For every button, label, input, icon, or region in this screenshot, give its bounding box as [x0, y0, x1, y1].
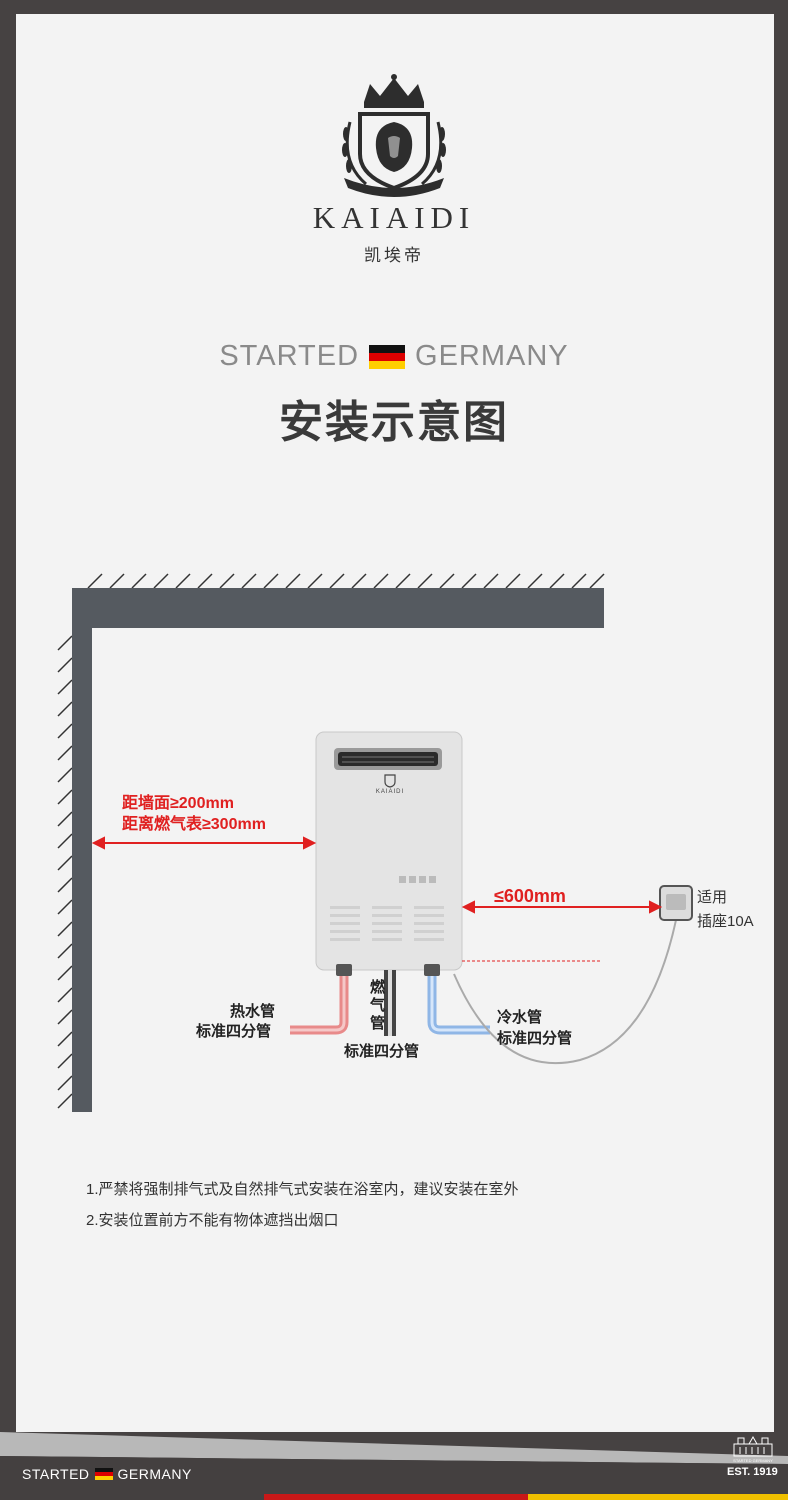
footer-germany: GERMANY: [117, 1466, 192, 1482]
footer-started: STARTED: [22, 1466, 90, 1482]
socket-distance-label: ≤600mm: [494, 886, 566, 906]
tagline-started: STARTED: [219, 340, 360, 372]
device-crest-icon: [384, 774, 396, 788]
wall-distance-label-2: 距离燃气表≥300mm: [122, 816, 266, 833]
socket-label-2: 插座10A: [697, 913, 754, 930]
brand-name: KAIAIDI: [312, 200, 476, 235]
wall-distance-arrow: [91, 836, 317, 850]
gas-pipe-label-char-2: 气: [370, 997, 386, 1014]
brand-name-chinese: 凯埃帝: [364, 246, 424, 265]
gas-pipe-label-char-1: 燃: [370, 979, 386, 996]
wall-hatching: [57, 635, 73, 1109]
device-logo-text: KAIAIDI: [375, 789, 405, 795]
control-panel-icons: [399, 876, 436, 883]
socket-distance-arrow: [461, 900, 663, 914]
note-1: 1.严禁将强制排气式及自然排气式安装在浴室内，建议安装在室外: [86, 1181, 519, 1198]
kaiaidi-crest-logo: [342, 74, 446, 197]
left-wall: [72, 588, 92, 1112]
ceiling-hatching: [87, 573, 605, 589]
wall-distance-label-1: 距墙面≥200mm: [122, 795, 234, 812]
gas-pipe-label-2: 标准四分管: [344, 1043, 420, 1060]
building-icon: [733, 1435, 773, 1457]
footer-est-badge: EST. 1919: [727, 1466, 778, 1478]
socket-label-1: 适用: [697, 889, 728, 906]
power-cord: [453, 919, 677, 1065]
gas-pipe-label-char-3: 管: [370, 1015, 386, 1032]
ceiling: [72, 588, 604, 628]
hot-water-pipe: [290, 970, 349, 1035]
footer-badge-top: STARTED GERMANY: [733, 1458, 773, 1463]
air-intake-grille: [330, 906, 444, 941]
note-2: 2.安装位置前方不能有物体遮挡出烟口: [86, 1212, 339, 1229]
footer-band: [0, 1432, 788, 1500]
content-panel: [16, 14, 774, 1432]
german-flag-icon: [369, 344, 406, 369]
exhaust-vent: [338, 752, 438, 766]
cold-pipe-label-2: 标准四分管: [497, 1030, 573, 1047]
hot-pipe-label-2: 标准四分管: [196, 1023, 272, 1040]
cold-pipe-label-1: 冷水管: [497, 1009, 543, 1026]
tagline-germany: GERMANY: [415, 340, 569, 372]
hot-pipe-label-1: 热水管: [230, 1003, 276, 1020]
installation-diagram: [57, 573, 693, 1112]
page-title: 安装示意图: [279, 398, 509, 447]
tagline: STARTED GERMANY: [0, 340, 788, 373]
footer-tagline: STARTED GERMANY: [22, 1466, 192, 1482]
footer-flag-icon: [94, 1468, 113, 1480]
